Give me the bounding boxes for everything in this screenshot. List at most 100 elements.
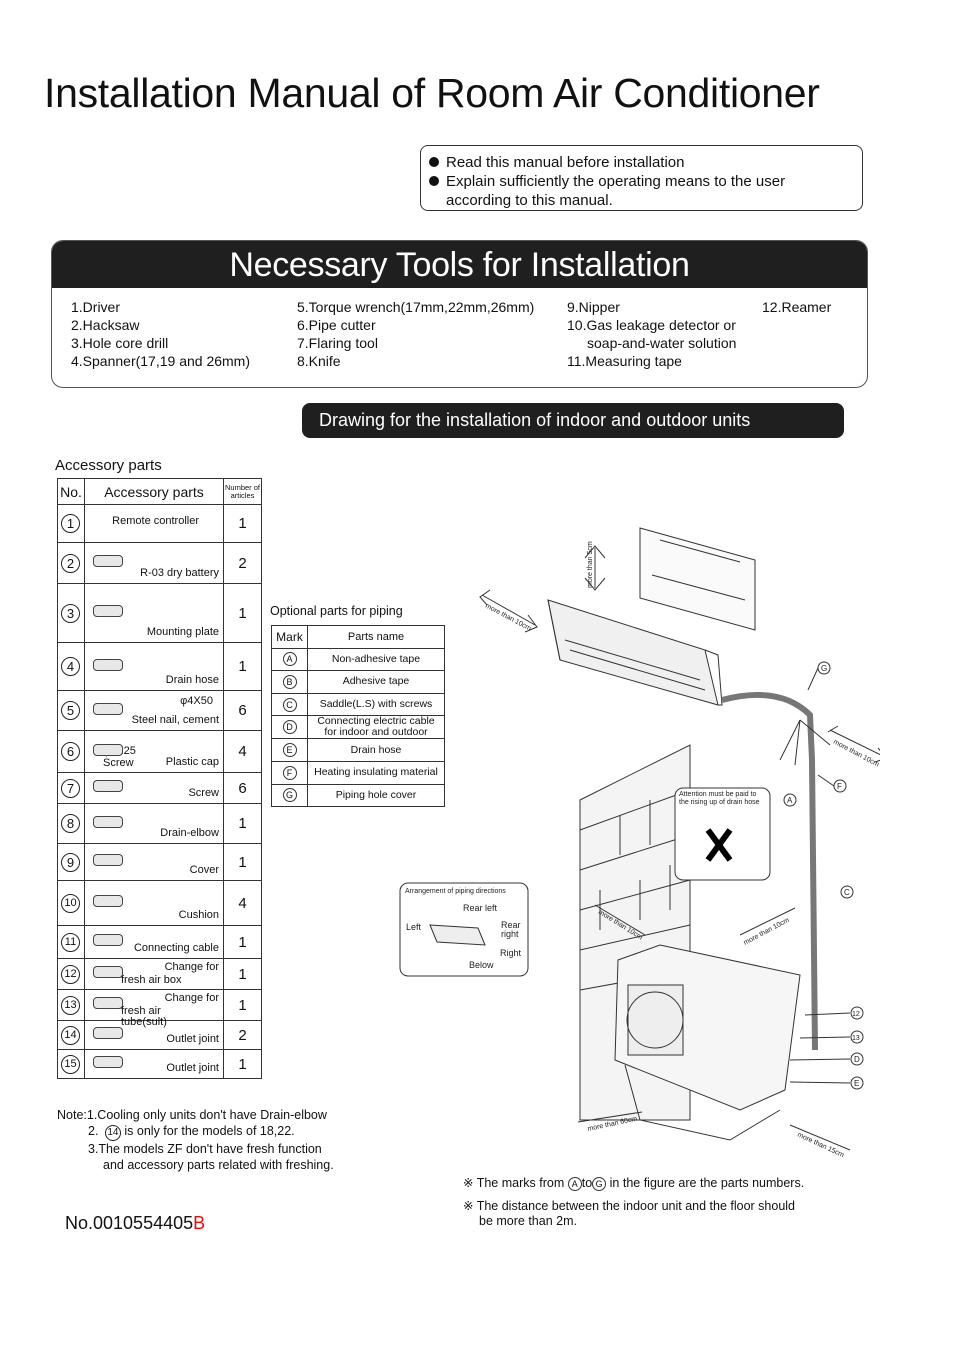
part-name: Cushion [178,909,219,921]
attention-text: the rising up of drain hose [679,799,760,806]
tools-heading: Necessary Tools for Installation [52,241,867,288]
part-name: R-03 dry battery [140,567,219,579]
part-name: Non-adhesive tape [331,652,421,665]
piping-label: right [501,929,519,939]
distance-label: more than 5cm [587,541,594,588]
tools-section: Necessary Tools for Installation 1.Drive… [51,240,868,388]
part-quantity: 1 [223,1049,262,1079]
notice-item-continued: according to this manual. [446,192,613,209]
part-illustration-icon [93,1027,123,1039]
part-name: Steel nail, cement [131,714,219,726]
callout-12: 12 [852,1011,860,1018]
mark-icon: G [282,788,297,803]
part-name: Saddle(L.S) with screws [319,698,433,711]
part-illustration-icon [93,780,123,792]
part-name: Change for [164,961,219,973]
piping-label: Left [406,922,422,932]
notice-item: Explain sufficiently the operating means… [429,172,785,191]
mark-icon: A [282,652,297,667]
mark-icon: F [282,765,297,780]
document-number: No.0010554405B [65,1213,206,1233]
distance-label: more than 10cm [743,917,791,947]
part-spec: fresh air [121,1005,161,1017]
part-name: Adhesive tape [342,675,410,688]
part-quantity: 1 [223,803,262,844]
item-number-icon: 15 [61,1055,80,1074]
item-number-icon: 11 [61,933,80,952]
callout-13: 13 [852,1035,860,1042]
part-illustration-icon [93,997,123,1009]
part-quantity: 1 [223,843,262,881]
callout-a: A [787,796,793,805]
part-illustration-icon [93,934,123,946]
mark-icon: B [282,674,297,689]
table-header-row: No. Accessory parts Number of articles [57,478,262,505]
part-illustration-icon [93,702,123,715]
piping-label: Below [469,960,494,970]
part-illustration-icon [93,895,123,907]
part-quantity: 6 [223,772,262,804]
item-number-icon: 4 [61,657,80,676]
part-quantity: 4 [223,730,262,773]
table-row: F Heating insulating material [271,760,445,785]
part-name: Cover [189,864,219,876]
attention-text: Attention must be paid to [679,791,757,798]
distance-label: more than 10cm [484,603,532,633]
item-number-icon: 14 [61,1026,80,1045]
notice-item: Read this manual before installation [429,153,684,172]
part-illustration-icon [93,1056,123,1068]
callout-d: D [854,1055,860,1064]
item-number-icon: 7 [61,778,80,798]
mark-icon: E [282,743,297,758]
item-number-icon: 13 [61,996,80,1015]
item-number-icon: 1 [61,514,80,533]
item-number-icon: 3 [61,603,80,623]
part-quantity: 4 [223,880,262,926]
mark-icon: D [282,720,297,735]
part-name: Plastic cap [165,756,219,768]
tools-column-1: 1.Driver 2.Hacksaw 3.Hole core drill 4.S… [71,299,250,369]
table-row: 15 Outlet joint 1 [57,1049,262,1079]
tools-column-2: 5.Torque wrench(17mm,22mm,26mm) 6.Pipe c… [297,299,535,369]
part-spec: φ4X50 [180,695,213,707]
item-number-icon: 10 [61,894,80,913]
drawing-banner: Drawing for the installation of indoor a… [302,403,844,438]
part-quantity: 1 [223,583,262,643]
part-name: Heating insulating material [314,766,438,779]
accessory-caption: Accessory parts [55,457,162,474]
item-number-icon: 5 [61,701,80,720]
part-illustration-icon [93,815,123,828]
part-name: Mounting plate [146,626,219,638]
part-quantity: 2 [223,542,262,584]
piping-label: Rear left [463,903,498,913]
part-name: Remote controller [112,515,199,527]
callout-f: F [837,782,842,791]
tools-column-3: 9.Nipper 10.Gas leakage detector or soap… [567,299,737,369]
part-quantity: 6 [223,690,262,731]
callout-g: G [821,664,827,673]
part-illustration-icon [93,854,123,866]
piping-label: Rear [501,920,521,930]
optional-caption: Optional parts for piping [270,604,403,618]
bullet-icon [429,157,439,167]
note-2: 2. 14 is only for the models of 18,22. [57,1123,334,1141]
notes-block: Note:1.Cooling only units don't have Dra… [57,1108,334,1172]
part-name: Outlet joint [166,1062,219,1074]
table-row: B Adhesive tape [271,670,445,694]
bullet-icon [429,176,439,186]
item-number-icon: 2 [61,553,80,573]
